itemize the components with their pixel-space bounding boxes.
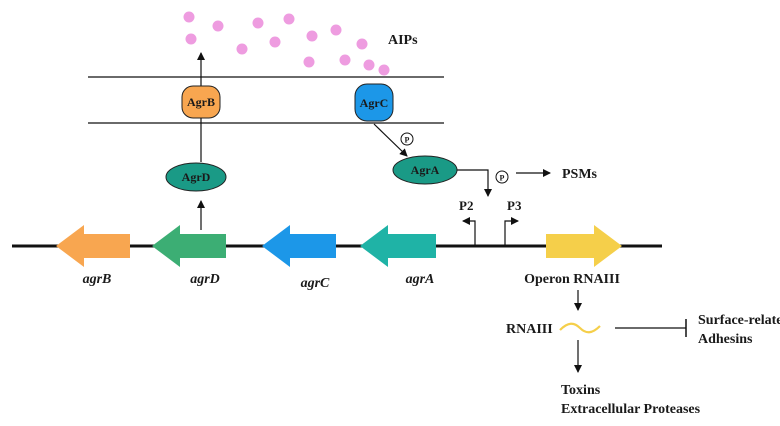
phosphate-icon xyxy=(495,170,509,184)
agrc-gene-arrow xyxy=(262,225,336,267)
agra-gene-arrow xyxy=(360,225,436,267)
surface-related-label: Surface-related xyxy=(698,313,780,328)
aip-dot xyxy=(378,64,390,76)
aip-dot xyxy=(306,30,318,42)
aips-label: AIPs xyxy=(388,33,418,48)
aip-dot xyxy=(183,11,195,23)
agrd-gene-arrow xyxy=(152,225,226,267)
aip-dot xyxy=(283,13,295,25)
agrc-gene-label: agrC xyxy=(301,276,330,291)
proteases-label: Extracellular Proteases xyxy=(561,402,701,417)
psms-label: PSMs xyxy=(562,167,598,182)
aip-dot xyxy=(252,17,264,29)
aip-dot xyxy=(269,36,281,48)
rnaiii-transcript-icon xyxy=(559,322,601,334)
agrd-gene-label: agrD xyxy=(190,272,220,287)
agra-protein-label: AgrA xyxy=(411,163,440,177)
aip-dot xyxy=(303,56,315,68)
aip-dot xyxy=(363,59,375,71)
phosphate-label: P xyxy=(405,136,410,145)
p2-label: P2 xyxy=(459,198,473,213)
agrd-protein-label: AgrD xyxy=(182,170,211,184)
p3-promoter-arrow xyxy=(504,217,519,246)
adhesins-label: Adhesins xyxy=(698,332,753,347)
agrc-protein xyxy=(354,83,394,122)
aip-dot xyxy=(330,24,342,36)
toxins-label: Toxins xyxy=(561,383,601,398)
agrb-gene-arrow xyxy=(56,225,130,267)
agrd-protein xyxy=(165,162,227,192)
p3-label: P3 xyxy=(507,198,522,213)
aip-dot xyxy=(356,38,368,50)
agrb-protein-label: AgrB xyxy=(187,95,215,109)
operon-rnaiii-label: Operon RNAIII xyxy=(524,272,620,287)
aip-dot xyxy=(339,54,351,66)
aip-dot xyxy=(212,20,224,32)
phosphorylation-arrow xyxy=(373,123,408,157)
agrb-gene-label: agrB xyxy=(83,272,112,287)
phosphate-icon xyxy=(400,132,414,146)
rnaiii-gene-arrow xyxy=(546,225,622,267)
p2-promoter-arrow xyxy=(462,217,476,246)
aip-dot xyxy=(236,43,248,55)
aip-dot xyxy=(185,33,197,45)
aip-dots xyxy=(183,11,390,76)
agra-gene-label: agrA xyxy=(406,272,435,287)
agrc-protein-label: AgrC xyxy=(360,96,389,110)
phosphate-label: P xyxy=(500,174,505,183)
rnaiii-label: RNAIII xyxy=(506,322,553,337)
agra-promoter-arrow xyxy=(457,169,492,197)
